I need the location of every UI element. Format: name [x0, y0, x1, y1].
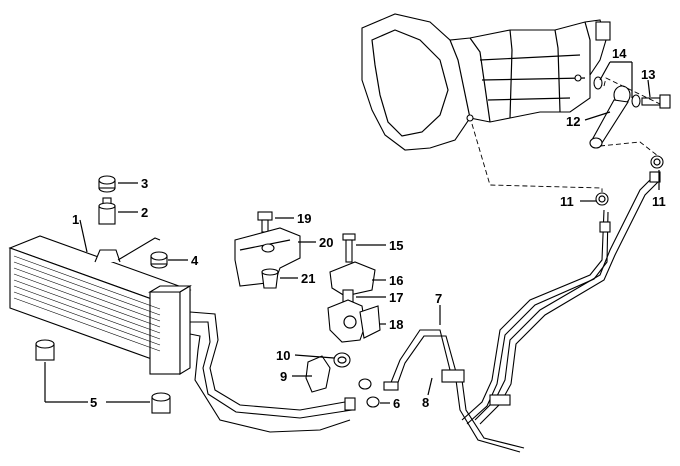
callout-10: 10	[276, 348, 290, 363]
leader-lines	[44, 61, 660, 404]
bracket-9	[305, 355, 331, 393]
callout-4: 4	[191, 253, 199, 268]
callout-11-left: 11	[560, 194, 574, 209]
callout-8: 8	[422, 395, 429, 410]
callout-11-right: 11	[652, 194, 666, 209]
callout-2: 2	[141, 205, 148, 220]
callout-19: 19	[297, 211, 311, 226]
bolt-19	[257, 211, 273, 233]
callout-13: 13	[641, 67, 655, 82]
callout-17: 17	[389, 290, 403, 305]
callout-15: 15	[389, 238, 403, 253]
clamp-18	[327, 299, 381, 343]
nut-4	[150, 251, 168, 269]
rubber-buffer-5	[35, 339, 171, 414]
nut-3	[98, 175, 116, 193]
callout-labels: 1 2 3 4 5 6 7 8 9 10 11 11 12 13 14 15 1…	[72, 46, 666, 411]
grommet-21	[261, 268, 279, 289]
callout-14: 14	[612, 46, 627, 61]
bracket-20	[234, 227, 301, 287]
callout-20: 20	[319, 235, 333, 250]
callout-16: 16	[389, 273, 403, 288]
bolt-15	[342, 233, 356, 263]
seal-ring-11	[595, 155, 664, 206]
callout-1: 1	[72, 212, 79, 227]
nut-10	[333, 352, 351, 368]
oil-cooler	[8, 235, 192, 375]
bracket-16	[329, 261, 376, 297]
oil-line-assembly	[383, 171, 661, 453]
callout-18: 18	[389, 317, 403, 332]
transmission-housing	[361, 13, 611, 151]
callout-12: 12	[566, 114, 580, 129]
callout-6: 6	[393, 396, 400, 411]
callout-21: 21	[301, 271, 315, 286]
rubber-mount-2	[98, 197, 116, 225]
callout-7: 7	[435, 291, 442, 306]
bolt-13	[641, 94, 671, 109]
seal-ring-6	[358, 378, 380, 408]
callout-9: 9	[280, 369, 287, 384]
cooler-pipes	[189, 311, 356, 433]
callout-3: 3	[141, 176, 148, 191]
callout-5: 5	[90, 395, 97, 410]
